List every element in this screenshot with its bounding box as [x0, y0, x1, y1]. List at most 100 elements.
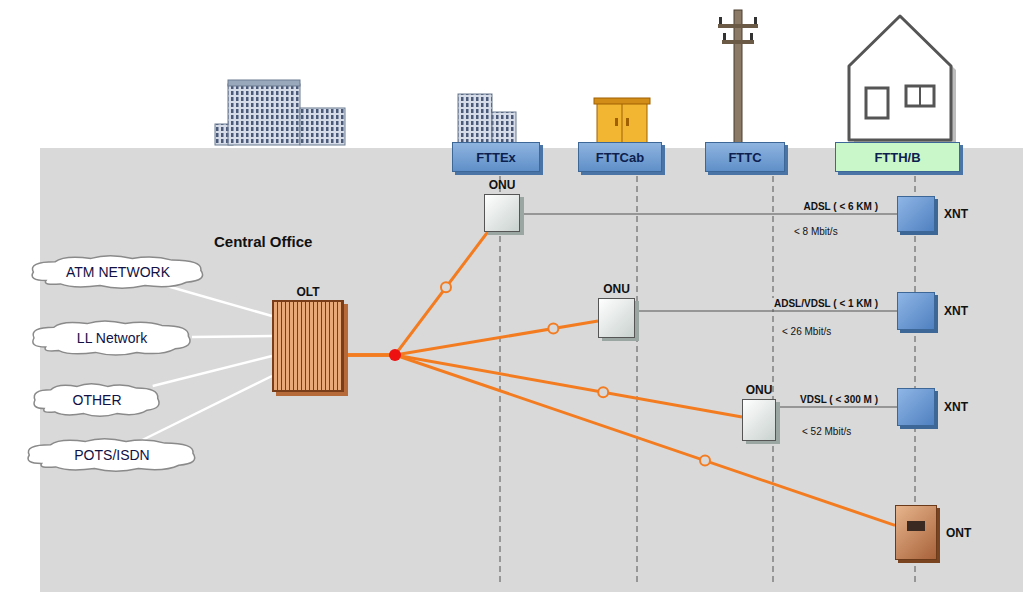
building-wing: [300, 108, 345, 145]
pole-crossbar: [722, 40, 754, 44]
pole-insulator: [754, 17, 757, 24]
office-building: [215, 80, 345, 145]
xnt-node: XNT: [897, 388, 935, 426]
telephone-pole: [718, 10, 758, 143]
network-link: [153, 356, 272, 386]
fiber-link: [344, 321, 598, 355]
link-label: VDSL ( < 300 M ): [798, 394, 880, 405]
node-label: ONU: [746, 383, 773, 397]
connector-path: [635, 310, 897, 311]
boundary-line: [773, 176, 774, 585]
node-text: FTTEx: [476, 150, 516, 165]
cabinet-handle: [626, 118, 629, 126]
node-text: ATM NETWORK: [66, 264, 170, 280]
node-text: FTTH/B: [874, 150, 920, 165]
building-wing: [492, 112, 516, 143]
network-link: [192, 336, 272, 337]
rate-label: < 8 Mbit/s: [792, 226, 840, 237]
connector-path: [167, 286, 272, 316]
node-text: LL Network: [77, 330, 147, 346]
house-outline: [849, 16, 951, 140]
pole-insulator: [750, 33, 753, 40]
fiber-mark: [548, 324, 558, 334]
fiber-mark: [598, 387, 608, 397]
pole-insulator: [723, 33, 726, 40]
pole-crossbar: [718, 24, 758, 28]
connector-path: [344, 232, 488, 355]
tab-node: FTTCab: [578, 142, 662, 172]
connector-path: [344, 355, 895, 525]
fiber-link: [344, 355, 895, 525]
network-link: [140, 376, 272, 441]
fiber-mark: [441, 282, 451, 292]
onu-node: ONU: [598, 298, 635, 338]
xnt-node: XNT: [897, 196, 935, 232]
node-label: XNT: [944, 207, 968, 221]
cabinet-body: [597, 103, 647, 143]
building-tower: [228, 84, 300, 145]
link-label: ADSL ( < 6 KM ): [801, 201, 880, 212]
cloud-outline: [28, 439, 195, 471]
connector-path: [140, 376, 272, 441]
house: [849, 16, 956, 144]
ground-panel: [40, 148, 1023, 592]
cloud-node: LL Network: [29, 320, 195, 356]
splitter-dot: [389, 349, 401, 361]
connector-path: [520, 213, 897, 214]
tab-node: FTTC: [705, 142, 785, 172]
node-label: ONU: [603, 282, 630, 296]
link-label: ADSL/VDSL ( < 1 KM ): [772, 298, 880, 309]
connector-path: [153, 356, 272, 386]
building-tower: [458, 94, 492, 143]
house-door: [866, 88, 888, 118]
boundary-line: [500, 176, 501, 585]
access-link: [520, 214, 897, 215]
tab-node: FTTEx: [452, 142, 540, 172]
cloud-outline: [32, 256, 202, 288]
network-link: [167, 286, 272, 316]
node-label: ONT: [946, 526, 971, 540]
access-link: [776, 407, 897, 408]
fiber-link: [344, 232, 488, 355]
ont-node: ONT: [895, 505, 937, 560]
onu-node: ONU: [484, 194, 520, 232]
rate-label: < 52 Mbit/s: [800, 426, 853, 437]
olt-node: OLT: [272, 300, 344, 392]
building-roof: [228, 80, 300, 86]
connector-path: [776, 406, 897, 407]
rate-label: < 26 Mbit/s: [780, 326, 833, 337]
boundary-lines: [500, 176, 915, 585]
fiber-mark: [700, 456, 710, 466]
connector-path: [344, 321, 598, 355]
cabinet-door-split: [622, 104, 623, 143]
onu-node: ONU: [742, 399, 776, 441]
cloud-outline: [33, 321, 190, 355]
house-window-bar: [919, 86, 921, 106]
cabinet-handle: [615, 118, 618, 126]
node-text: FTTCab: [596, 150, 644, 165]
fiber-link: [344, 355, 742, 417]
connector-path: [344, 355, 742, 417]
node-text: POTS/ISDN: [74, 447, 149, 463]
node-label: OLT: [296, 285, 319, 299]
node-label: XNT: [944, 400, 968, 414]
cabinet-top: [594, 98, 650, 104]
node-label: XNT: [944, 304, 968, 318]
house-window: [906, 86, 934, 106]
node-text: OTHER: [73, 392, 122, 408]
cloud-node: POTS/ISDN: [24, 438, 200, 472]
connector-path: [192, 336, 272, 337]
tab-node: FTTH/B: [835, 142, 960, 172]
cloud-outline: [34, 384, 159, 416]
access-link: [635, 311, 897, 312]
cloud-node: ATM NETWORK: [28, 255, 208, 289]
street-cabinet: [594, 98, 650, 143]
cloud-node: OTHER: [31, 383, 163, 417]
node-label: ONU: [489, 178, 516, 192]
exchange-building: [458, 94, 516, 143]
xnt-node: XNT: [897, 292, 935, 330]
pole-insulator: [719, 17, 722, 24]
